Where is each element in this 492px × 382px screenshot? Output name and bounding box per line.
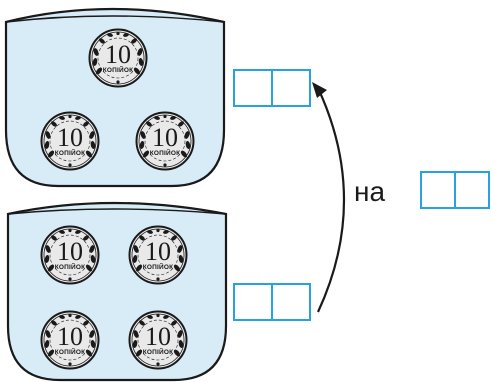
coin-value: 10 [145,322,171,351]
bottom-answer-box[interactable] [233,283,311,321]
coin-value: 10 [57,237,83,266]
comparison-word: на [354,176,385,207]
bottom-cup [6,201,228,382]
coin-unit: КОПІЙОК [143,347,174,356]
arrowhead-icon [312,82,327,98]
coin-unit: КОПІЙОК [55,347,86,356]
comparison-arrow [312,82,346,313]
coin-unit: КОПІЙОК [55,262,86,271]
coin-unit: КОПІЙОК [103,65,134,74]
coin-value: 10 [57,123,83,152]
coin-unit: КОПІЙОК [55,148,86,157]
coin-value: 10 [57,322,83,351]
coin-unit: КОПІЙОК [150,148,181,157]
coins-layer: 10КОПІЙОК10КОПІЙОК10КОПІЙОК10КОПІЙОК10КО… [40,28,195,370]
difference-answer-box[interactable] [420,171,490,209]
coin-unit: КОПІЙОК [143,262,174,271]
coin-value: 10 [105,40,131,69]
coin-value: 10 [152,123,178,152]
coin-value: 10 [145,237,171,266]
top-answer-box[interactable] [233,69,311,107]
